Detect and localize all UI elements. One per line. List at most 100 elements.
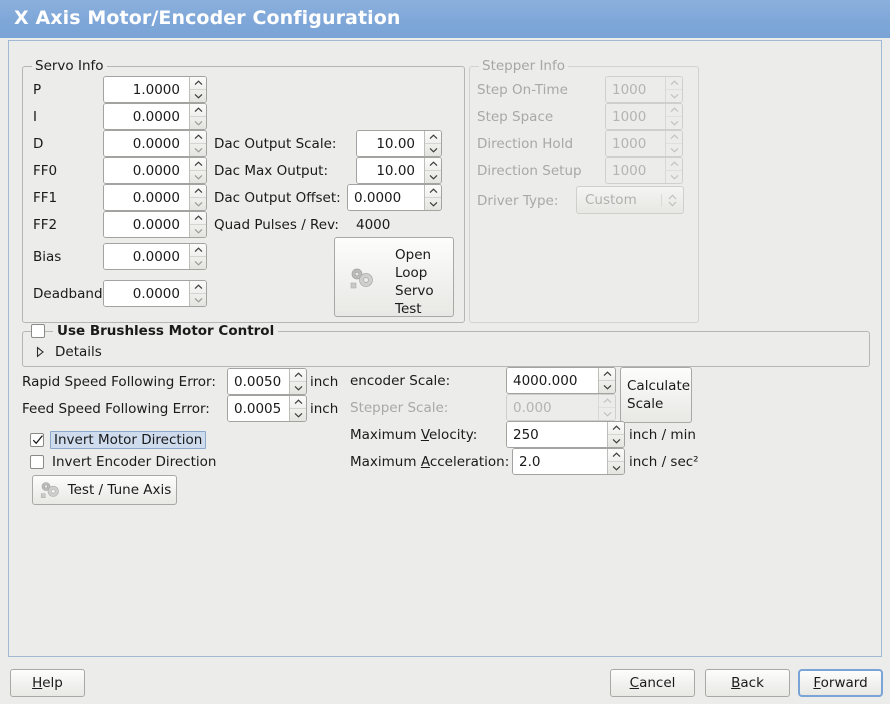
spin-ff2-buttons[interactable] [189,212,206,237]
spin-encoder-scale-value[interactable]: 4000.000 [507,368,598,393]
spin-deadband[interactable]: 0.0000 [103,280,207,307]
spin-up-icon[interactable] [608,449,624,462]
spin-down-icon[interactable] [190,171,206,184]
spin-ff0[interactable]: 0.0000 [103,157,207,184]
spin-up-icon[interactable] [190,244,206,257]
invert-motor-direction-checkbox[interactable]: Invert Motor Direction [30,431,207,449]
spin-d[interactable]: 0.0000 [103,130,207,157]
spin-dac-output-scale[interactable]: 10.00 [356,130,442,157]
spin-down-icon[interactable] [190,144,206,157]
spin-rapid-buttons[interactable] [289,369,306,394]
spin-dac-output-offset-buttons[interactable] [424,185,441,210]
spin-encoder-scale-buttons[interactable] [598,368,615,393]
spin-bias-buttons[interactable] [189,244,206,269]
spin-up-icon[interactable] [290,369,306,382]
spin-dac-max-output-value[interactable]: 10.00 [357,158,424,183]
spin-up-icon[interactable] [190,77,206,90]
spin-up-icon[interactable] [190,281,206,294]
spin-down-icon[interactable] [190,198,206,211]
spin-down-icon[interactable] [190,294,206,307]
spin-maximum-acceleration-buttons[interactable] [607,449,624,474]
back-button[interactable]: Back [705,669,790,697]
spin-up-icon[interactable] [425,131,441,144]
spin-up-icon[interactable] [190,104,206,117]
spin-bias-value[interactable]: 0.0000 [104,244,189,269]
checkbox-box[interactable] [31,324,45,338]
spin-direction-hold-value: 1000 [606,131,665,156]
spin-feed-buttons[interactable] [289,396,306,421]
spin-dac-output-offset-value[interactable]: 0.0000 [348,185,424,210]
spin-ff0-buttons[interactable] [189,158,206,183]
spin-d-value[interactable]: 0.0000 [104,131,189,156]
spin-down-icon[interactable] [190,117,206,130]
spin-up-icon[interactable] [190,185,206,198]
spin-up-icon[interactable] [425,158,441,171]
spin-rapid-speed-following-error[interactable]: 0.0050 [227,368,307,395]
spin-maximum-velocity-buttons[interactable] [607,422,624,447]
spin-down-icon[interactable] [190,257,206,270]
spin-deadband-buttons[interactable] [189,281,206,306]
checkbox-box[interactable] [30,433,44,447]
spin-down-icon[interactable] [290,409,306,422]
spin-ff2-value[interactable]: 0.0000 [104,212,189,237]
open-loop-servo-test-button[interactable]: Open Loop Servo Test [334,237,454,317]
spin-deadband-value[interactable]: 0.0000 [104,281,189,306]
spin-rapid-value[interactable]: 0.0050 [228,369,289,394]
spin-ff1[interactable]: 0.0000 [103,184,207,211]
spin-d-buttons[interactable] [189,131,206,156]
spin-encoder-scale[interactable]: 4000.000 [506,367,616,394]
spin-down-icon[interactable] [190,90,206,103]
spin-i-value[interactable]: 0.0000 [104,104,189,129]
spin-feed-value[interactable]: 0.0005 [228,396,289,421]
triangle-right-icon[interactable] [34,346,46,358]
spin-down-icon[interactable] [599,381,615,394]
spin-ff1-buttons[interactable] [189,185,206,210]
spin-up-icon[interactable] [190,212,206,225]
spin-bias[interactable]: 0.0000 [103,243,207,270]
forward-button[interactable]: Forward [798,669,883,697]
spin-maximum-acceleration[interactable]: 2.0 [512,448,625,475]
spin-p-buttons[interactable] [189,77,206,102]
spin-down-icon[interactable] [425,171,441,184]
spin-dac-max-output[interactable]: 10.00 [356,157,442,184]
spin-down-icon[interactable] [608,435,624,448]
spin-maximum-velocity-value[interactable]: 250 [507,422,607,447]
spin-p[interactable]: 1.0000 [103,76,207,103]
spin-up-icon[interactable] [190,158,206,171]
invert-encoder-direction-checkbox[interactable]: Invert Encoder Direction [30,454,216,470]
spin-i[interactable]: 0.0000 [103,103,207,130]
cancel-button[interactable]: Cancel [610,669,695,697]
spin-ff0-value[interactable]: 0.0000 [104,158,189,183]
spin-dac-output-offset[interactable]: 0.0000 [347,184,442,211]
spin-p-value[interactable]: 1.0000 [104,77,189,102]
spin-up-icon[interactable] [425,185,441,198]
spin-dac-output-scale-buttons[interactable] [424,131,441,156]
help-button[interactable]: Help [10,669,85,697]
use-brushless-motor-control-checkbox[interactable]: Use Brushless Motor Control [31,323,279,339]
spin-ff2[interactable]: 0.0000 [103,211,207,238]
test-tune-axis-button[interactable]: Test / Tune Axis [32,475,177,505]
label-ff2: FF2 [33,217,58,233]
spin-up-icon[interactable] [599,368,615,381]
spin-down-icon[interactable] [290,382,306,395]
label-p: P [33,82,42,98]
spin-i-buttons[interactable] [189,104,206,129]
spin-up-icon [666,104,682,117]
spin-dac-output-scale-value[interactable]: 10.00 [357,131,424,156]
spin-down-icon[interactable] [425,198,441,211]
spin-dac-max-output-buttons[interactable] [424,158,441,183]
spin-feed-speed-following-error[interactable]: 0.0005 [227,395,307,422]
spin-up-icon[interactable] [608,422,624,435]
calculate-scale-button[interactable]: Calculate Scale [620,367,692,423]
spin-up-icon[interactable] [290,396,306,409]
details-expander[interactable]: Details [34,344,102,360]
checkbox-box[interactable] [30,455,44,469]
spin-down-icon[interactable] [425,144,441,157]
spin-ff1-value[interactable]: 0.0000 [104,185,189,210]
spin-down-icon[interactable] [190,225,206,238]
spin-maximum-acceleration-value[interactable]: 2.0 [513,449,607,474]
spin-up-icon[interactable] [190,131,206,144]
spin-maximum-velocity[interactable]: 250 [506,421,625,448]
label-maximum-velocity: Maximum Velocity: [350,427,478,443]
spin-down-icon[interactable] [608,462,624,475]
